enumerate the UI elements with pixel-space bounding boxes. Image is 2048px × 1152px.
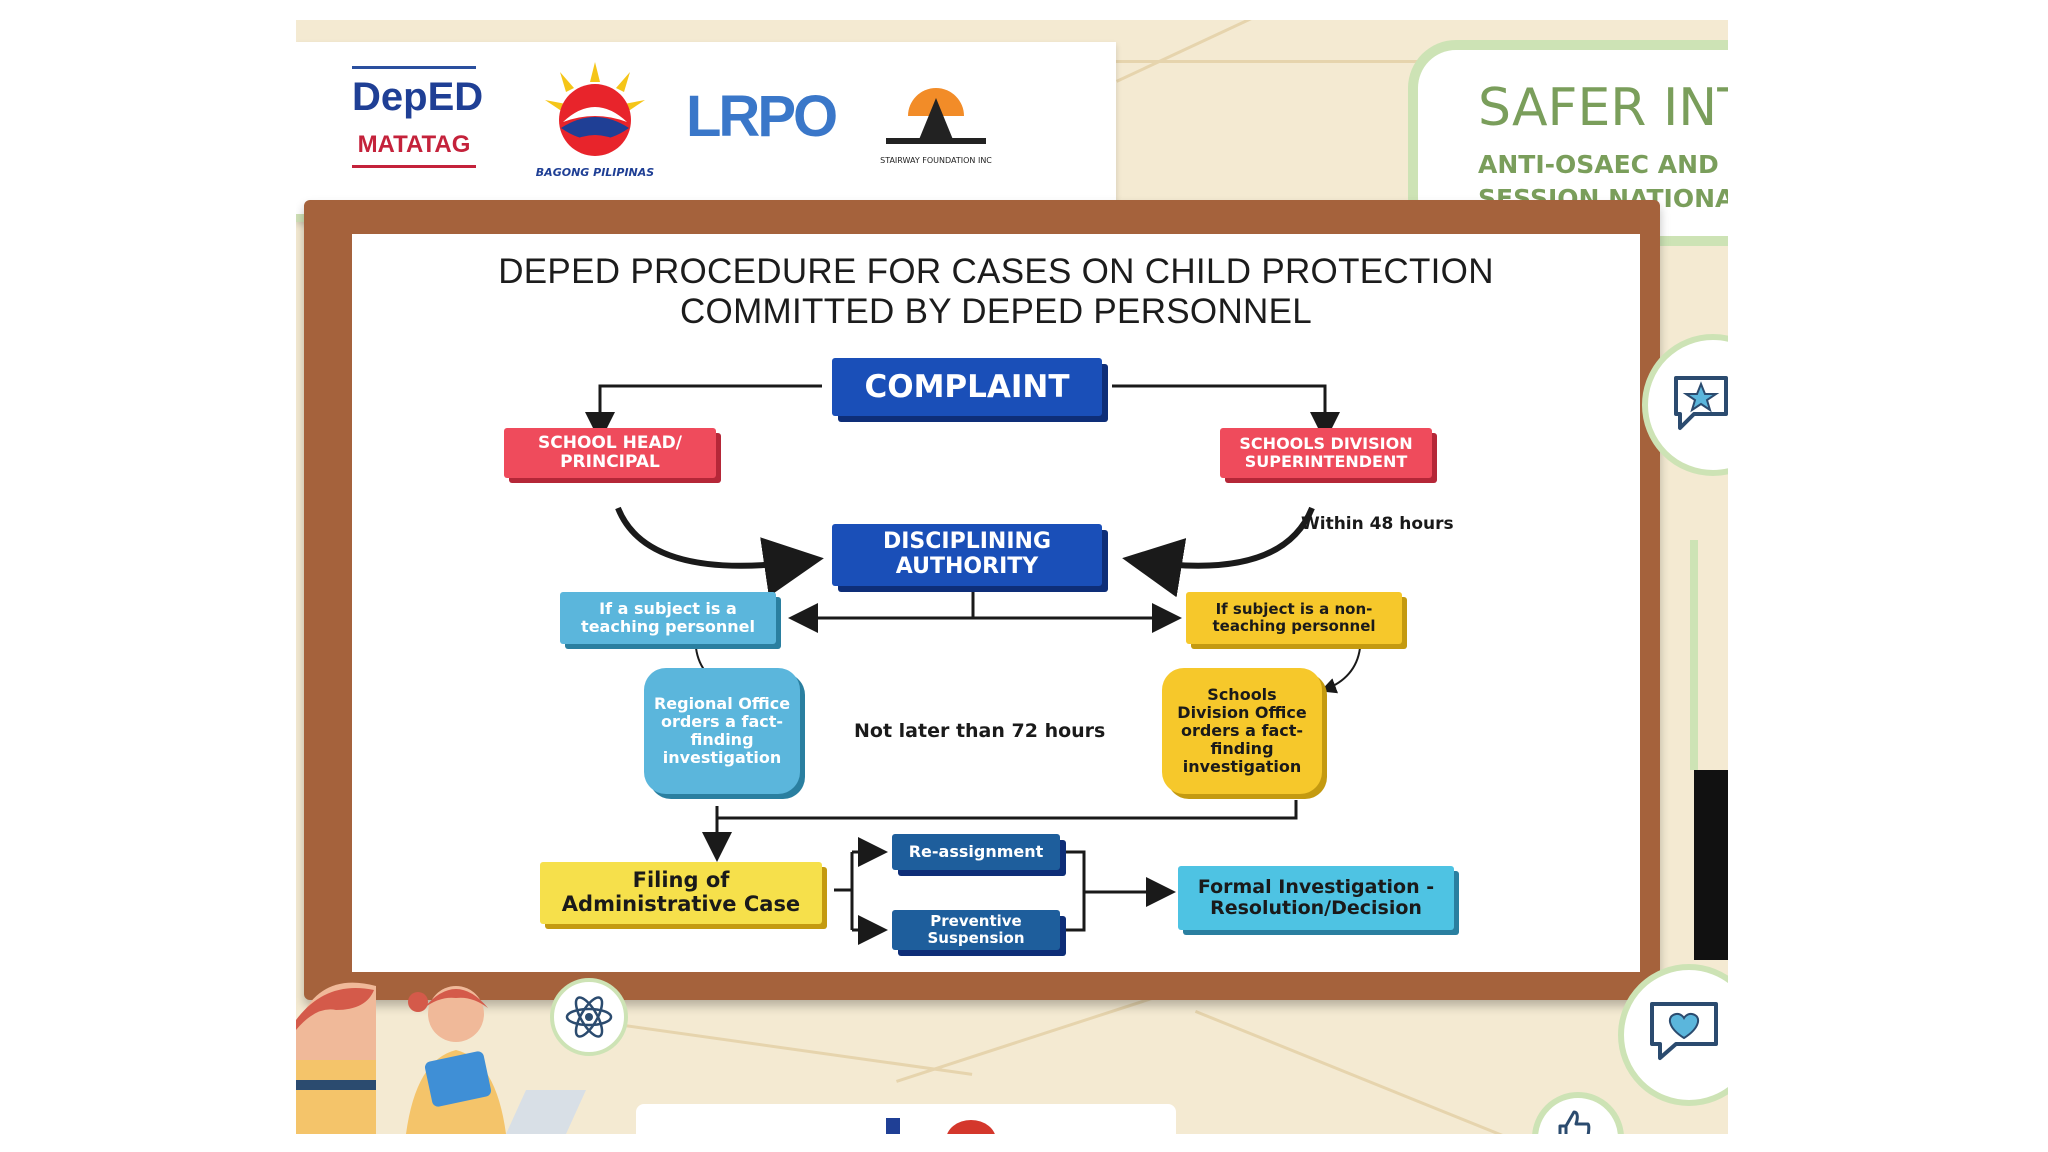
complaint-box: COMPLAINT [832, 358, 1102, 416]
kids-illustration [296, 910, 616, 1134]
school-head-box: SCHOOL HEAD/ PRINCIPAL [504, 428, 716, 478]
sds-box: SCHOOLS DIVISION SUPERINTENDENT [1220, 428, 1432, 478]
deped-logo-text: DepED [352, 75, 484, 119]
chat-heart-icon [1650, 1002, 1718, 1060]
teaching-personnel-box: If a subject is a teaching personnel [560, 592, 776, 644]
atom-icon [565, 996, 613, 1038]
non-teaching-personnel-box: If subject is a non-teaching personnel [1186, 592, 1402, 644]
chat-star-icon [1674, 376, 1728, 430]
slide-board: DEPED PROCEDURE FOR CASES ON CHILD PROTE… [352, 234, 1640, 972]
matatag-logo-text: MATATAG [357, 131, 471, 158]
sun-emblem-icon [545, 62, 645, 156]
lrpo-logo: LRPO [686, 84, 838, 158]
deped-logo: DepED MATATAG [352, 66, 484, 182]
chat-heart-button[interactable] [1618, 964, 1728, 1106]
within-48-hours-label: Within 48 hours [1301, 514, 1454, 534]
slide-title-line-2: COMMITTED BY DEPED PERSONNEL [679, 292, 1313, 331]
bagong-pilipinas-caption: BAGONG PILIPINAS [535, 166, 655, 179]
slide-title-line-1: DEPED PROCEDURE FOR CASES ON CHILD PROTE… [498, 252, 1494, 291]
disciplining-authority-box: DISCIPLINING AUTHORITY [832, 524, 1102, 586]
bg-line [595, 1020, 973, 1076]
bg-line [1194, 1010, 1567, 1134]
dark-side-panel [1694, 770, 1728, 960]
bottom-logo-panel [636, 1104, 1176, 1134]
kids-icon [296, 982, 586, 1134]
filing-admin-case-box: Filing of Administrative Case [540, 862, 822, 924]
thumbs-up-icon [1558, 1110, 1591, 1134]
stairway-caption: STAIRWAY FOUNDATION INC [880, 156, 992, 165]
regional-office-box: Regional Office orders a fact-finding in… [644, 668, 800, 794]
formal-investigation-box: Formal Investigation -Resolution/Decisio… [1178, 866, 1454, 930]
preventive-suspension-box: Preventive Suspension [892, 910, 1060, 950]
bagong-pilipinas-logo: BAGONG PILIPINAS [530, 62, 660, 192]
slide-stage: DepED MATATAG BAGONG PILIPINAS L [296, 20, 1728, 1134]
stairway-emblem-icon [886, 88, 986, 146]
stairway-logo: STAIRWAY FOUNDATION INC [878, 82, 994, 182]
lrpo-logo-text: LRPO [686, 84, 838, 149]
sdo-investigation-box: Schools Division Office orders a fact-fi… [1162, 668, 1322, 794]
thumbs-up-button[interactable] [1532, 1092, 1624, 1134]
event-subtitle-1: ANTI-OSAEC AND [1478, 150, 1719, 179]
green-side-bar [1690, 540, 1698, 770]
not-later-72-hours-label: Not later than 72 hours [854, 720, 1106, 742]
flow-connectors [585, 384, 1361, 945]
logo-panel: DepED MATATAG BAGONG PILIPINAS L [296, 42, 1116, 222]
atom-badge [550, 978, 628, 1056]
event-title: SAFER INT [1478, 78, 1728, 138]
reassignment-box: Re-assignment [892, 834, 1060, 870]
